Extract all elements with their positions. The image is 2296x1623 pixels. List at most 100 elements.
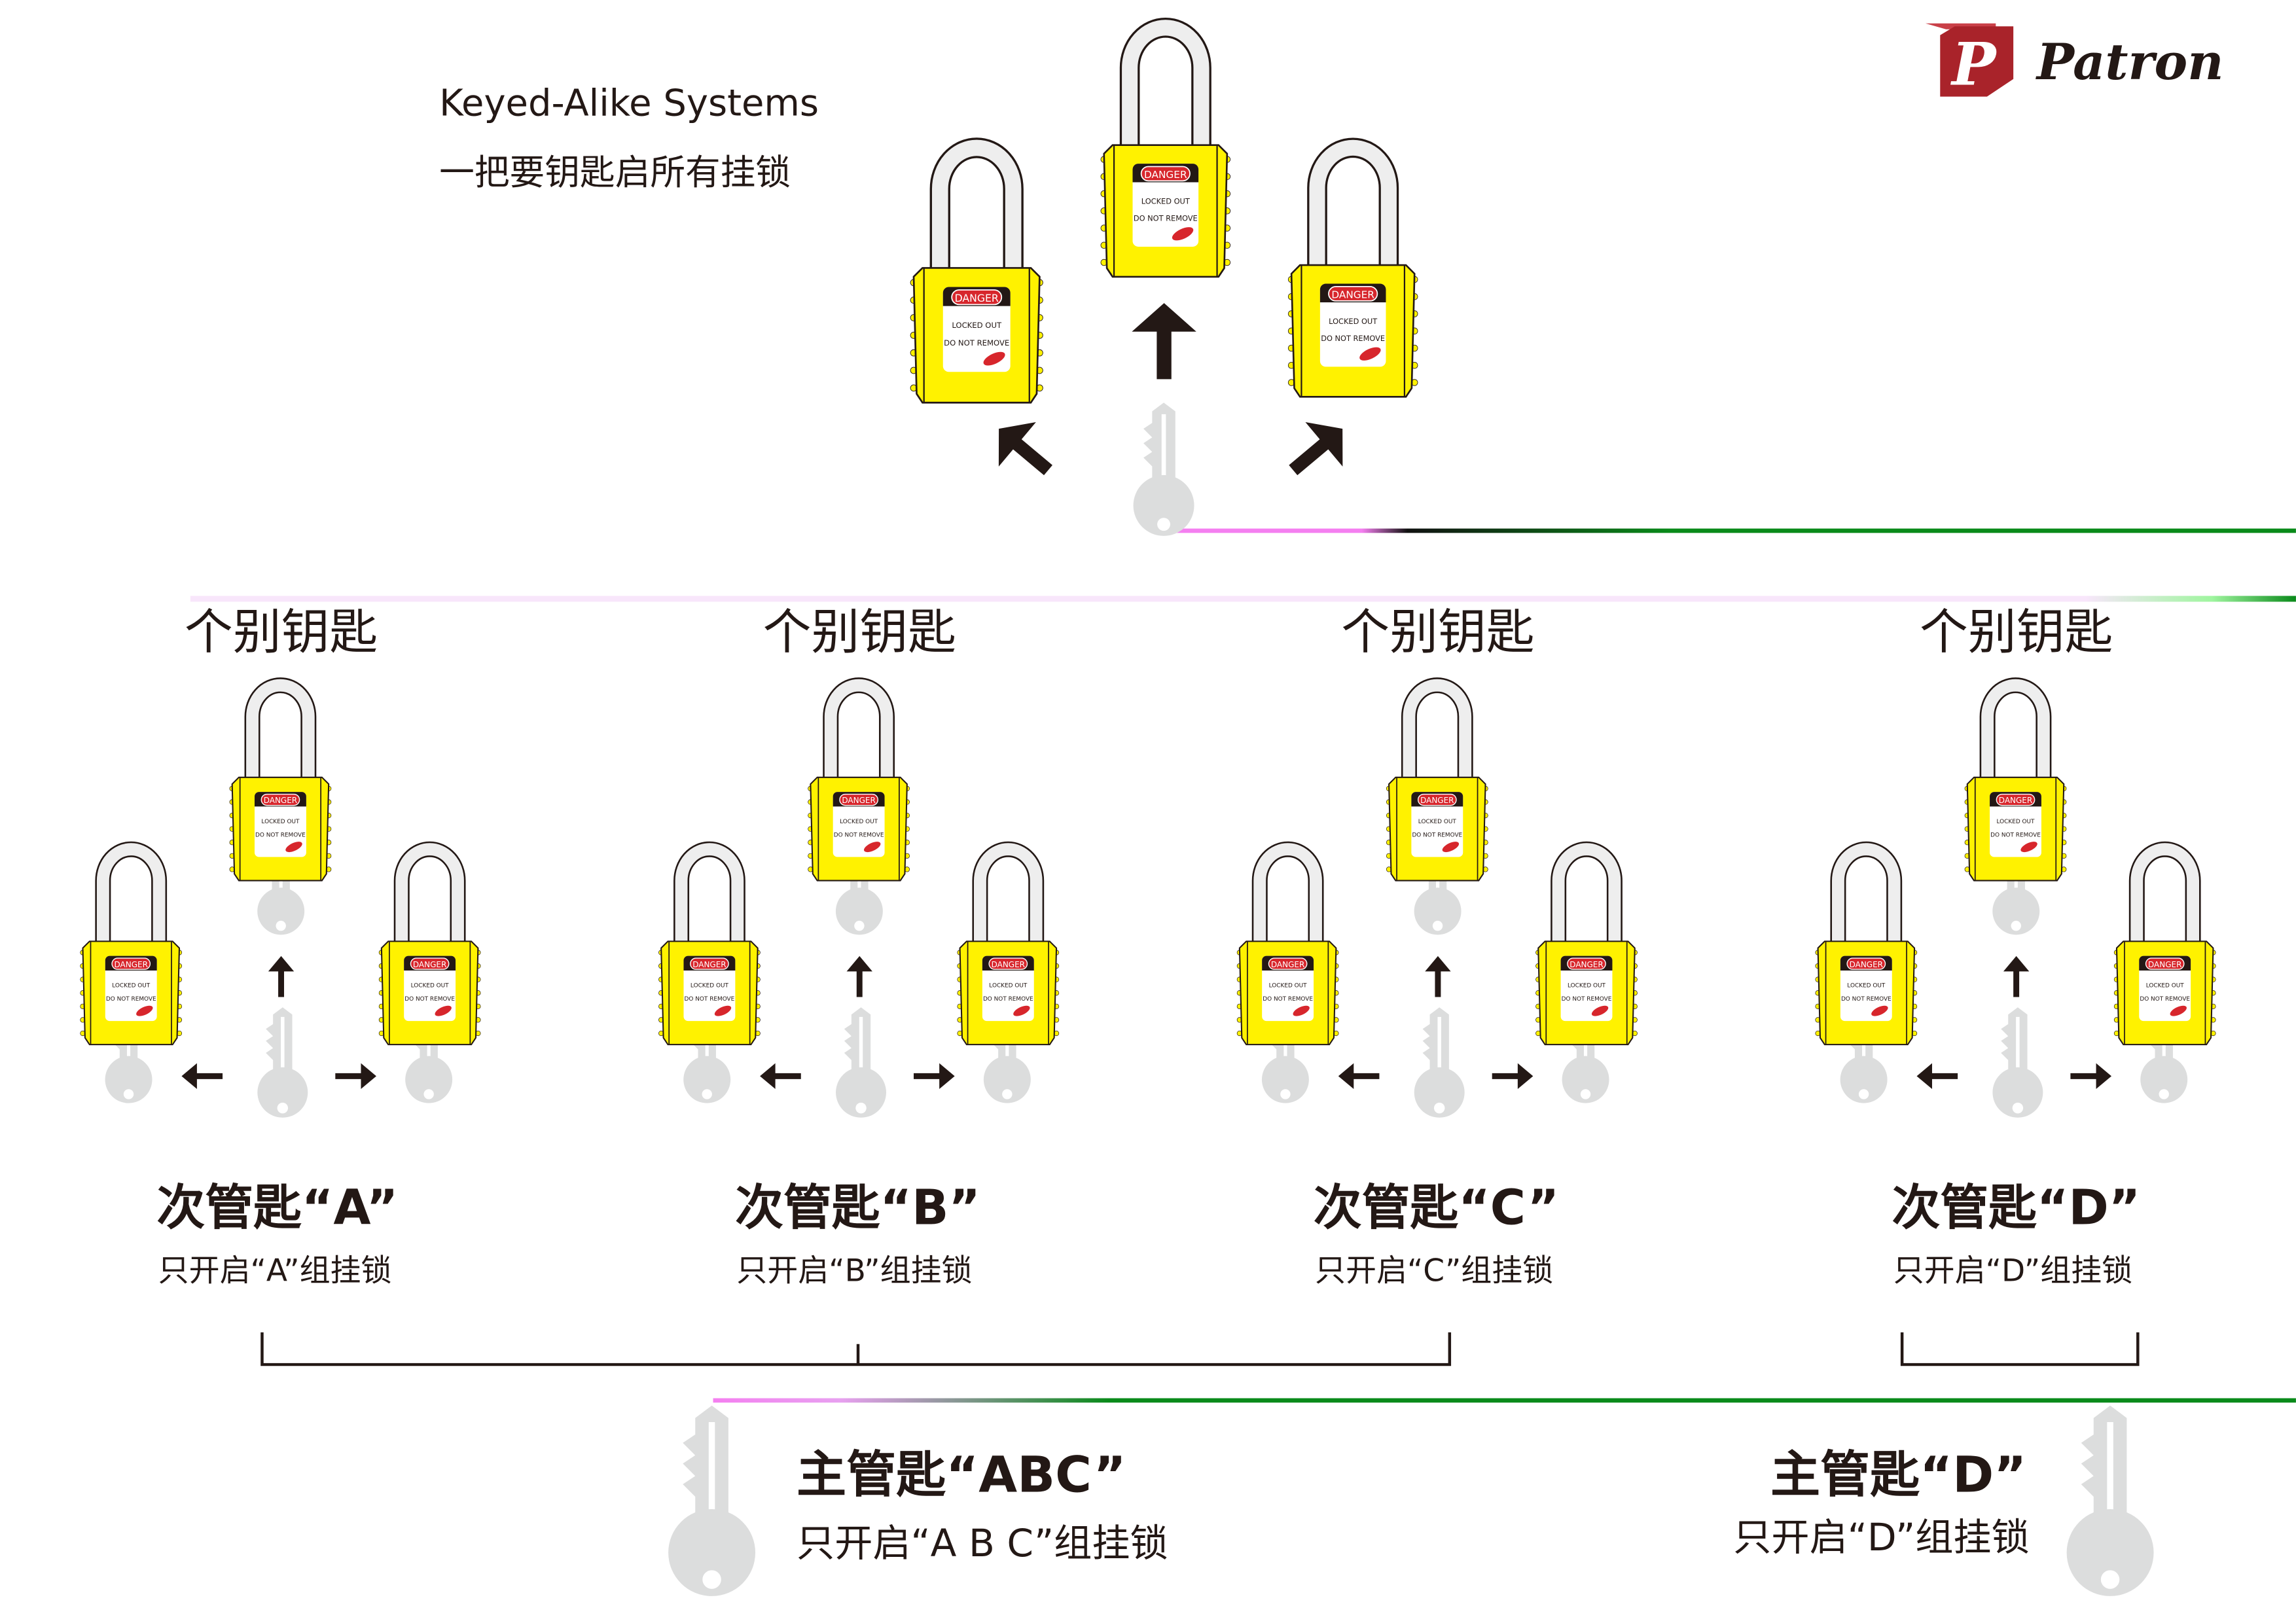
danger-tag: [942, 287, 1011, 372]
shackle: [1119, 18, 1211, 154]
padlock-top-left: DANGER LOCKED OUT DO NOT REMOVE: [910, 137, 1043, 408]
padlock-top-center: DANGER LOCKED OUT DO NOT REMOVE: [1100, 18, 1231, 283]
locked-out-text: LOCKED OUT: [112, 983, 151, 990]
shackle: [2128, 841, 2201, 948]
arrow-right-icon: [2050, 1035, 2132, 1123]
danger-text: DANGER: [842, 796, 875, 805]
arrow-left-icon: [161, 1035, 243, 1123]
svg-text:P: P: [1950, 31, 1998, 99]
do-not-remove-text: DO NOT REMOVE: [255, 832, 306, 839]
do-not-remove-text: DO NOT REMOVE: [1562, 996, 1612, 1003]
danger-tag: [1132, 164, 1199, 247]
locked-out-text: LOCKED OUT: [1847, 983, 1886, 990]
arrow-left-icon: [1896, 1035, 1978, 1123]
patron-logo: P Patron: [1925, 20, 2233, 99]
do-not-remove-text: DO NOT REMOVE: [106, 996, 156, 1003]
patron-logo-mark: P Patron: [1925, 23, 2224, 99]
do-not-remove-text: DO NOT REMOVE: [983, 996, 1033, 1003]
padlock-group-center: DANGER LOCKED OUT DO NOT REMOVE: [808, 677, 910, 886]
bracket-abc: [260, 1332, 1452, 1366]
individual-key-heading: 个别钥匙: [1341, 603, 1535, 660]
danger-text: DANGER: [1999, 796, 2032, 805]
arrow-left-icon: [740, 1035, 821, 1123]
master-key-d-icon: [2064, 1405, 2155, 1606]
bracket-d: [1900, 1332, 2140, 1366]
danger-tag: [2139, 955, 2191, 1022]
shackle: [244, 677, 317, 785]
danger-text: DANGER: [1570, 960, 1603, 969]
arrow-up-icon: [240, 936, 322, 1024]
padlock-group-right: DANGER LOCKED OUT DO NOT REMOVE: [957, 841, 1060, 1050]
patron-badge-icon: [435, 1005, 452, 1016]
patron-badge-icon: [2020, 842, 2037, 853]
locked-out-text: LOCKED OUT: [1329, 317, 1377, 326]
diagram-subtitle: 一把要钥匙启所有挂锁: [439, 152, 791, 194]
do-not-remove-text: DO NOT REMOVE: [685, 996, 735, 1003]
arrow-up-icon: [819, 936, 901, 1024]
key-icon: [257, 1007, 310, 1126]
patron-badge-icon: [1359, 347, 1381, 361]
padlock-group-left: DANGER LOCKED OUT DO NOT REMOVE: [80, 841, 183, 1050]
danger-text: DANGER: [1331, 289, 1374, 300]
sub-master-key-desc: 只开启“A”组挂锁: [158, 1253, 392, 1289]
danger-text: DANGER: [1420, 796, 1454, 805]
locked-out-text: LOCKED OUT: [952, 321, 1002, 330]
arrow-up-left-icon: [959, 385, 1088, 520]
danger-text: DANGER: [264, 796, 297, 805]
patron-badge-icon: [1013, 1005, 1030, 1016]
key-icon: [834, 1007, 888, 1126]
locked-out-text: LOCKED OUT: [1141, 196, 1190, 205]
arrow-up-right-icon: [1253, 385, 1382, 520]
locked-out-text: LOCKED OUT: [1269, 983, 1308, 990]
locked-out-text: LOCKED OUT: [989, 983, 1028, 990]
padlock-group-center: DANGER LOCKED OUT DO NOT REMOVE: [1386, 677, 1488, 886]
danger-text: DANGER: [1144, 169, 1187, 181]
master-key-abc-label: 主管匙“ABC”: [797, 1446, 1126, 1505]
danger-text: DANGER: [992, 960, 1025, 969]
padlock-group-left: DANGER LOCKED OUT DO NOT REMOVE: [1815, 841, 1918, 1050]
master-key-abc-desc: 只开启“A B C”组挂锁: [797, 1522, 1168, 1567]
do-not-remove-text: DO NOT REMOVE: [1134, 214, 1198, 223]
padlock-group-right: DANGER LOCKED OUT DO NOT REMOVE: [378, 841, 481, 1050]
danger-text: DANGER: [955, 292, 999, 304]
locked-out-text: LOCKED OUT: [1997, 819, 2036, 825]
locked-out-text: LOCKED OUT: [411, 983, 450, 990]
patron-badge-icon: [1871, 1005, 1888, 1016]
key-icon: [1992, 1007, 2045, 1126]
shackle: [1830, 841, 1903, 948]
do-not-remove-text: DO NOT REMOVE: [944, 338, 1009, 348]
patron-badge-icon: [285, 842, 302, 853]
do-not-remove-text: DO NOT REMOVE: [1263, 996, 1313, 1003]
do-not-remove-text: DO NOT REMOVE: [2140, 996, 2190, 1003]
danger-text: DANGER: [115, 960, 148, 969]
sub-master-key-label: 次管匙“C”: [1313, 1178, 1560, 1236]
patron-badge-icon: [864, 842, 881, 853]
danger-tag: [254, 792, 306, 857]
shackle: [1251, 841, 1324, 948]
arrow-up-icon: [1975, 936, 2057, 1024]
patron-badge-icon: [1172, 227, 1194, 241]
padlock-group-center: DANGER LOCKED OUT DO NOT REMOVE: [229, 677, 332, 886]
sub-master-key-label: 次管匙“D”: [1892, 1178, 2141, 1236]
shackle: [1551, 841, 1623, 948]
locked-out-text: LOCKED OUT: [1568, 983, 1606, 990]
patron-badge-icon: [1293, 1005, 1310, 1016]
locked-out-text: LOCKED OUT: [691, 983, 729, 990]
danger-tag: [1411, 792, 1463, 857]
danger-text: DANGER: [2148, 960, 2181, 969]
arrow-up-icon: [1397, 936, 1479, 1024]
do-not-remove-text: DO NOT REMOVE: [404, 996, 455, 1003]
padlock-group-right: DANGER LOCKED OUT DO NOT REMOVE: [1535, 841, 1638, 1050]
do-not-remove-text: DO NOT REMOVE: [1990, 832, 2041, 839]
master-key-d-label: 主管匙“D”: [1770, 1446, 2027, 1505]
arrow-right-icon: [893, 1035, 975, 1123]
danger-text: DANGER: [692, 960, 726, 969]
patron-badge-icon: [136, 1005, 153, 1016]
individual-key-heading: 个别钥匙: [1919, 603, 2113, 660]
master-key-abc-icon: [666, 1405, 757, 1606]
do-not-remove-text: DO NOT REMOVE: [1841, 996, 1892, 1003]
do-not-remove-text: DO NOT REMOVE: [1321, 334, 1385, 343]
sub-master-key-desc: 只开启“C”组挂锁: [1315, 1253, 1554, 1289]
